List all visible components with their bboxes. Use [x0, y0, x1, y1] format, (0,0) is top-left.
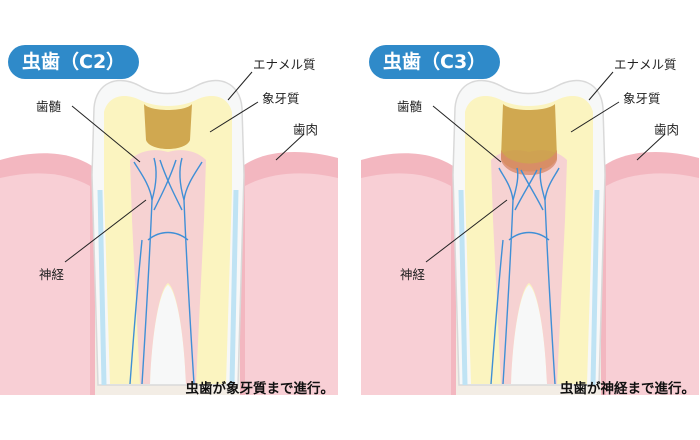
- caption: 虫歯が神経まで進行。: [560, 381, 695, 397]
- label-gum: 歯肉: [293, 122, 319, 137]
- label-dentin: 象牙質: [623, 91, 661, 106]
- nerve-lines: [129, 157, 203, 385]
- panel-title: 虫歯（C3）: [369, 45, 501, 79]
- pulp: [491, 150, 567, 384]
- caries-area: [501, 104, 557, 172]
- nerve-lines: [490, 167, 560, 385]
- leader-lines: [425, 71, 666, 263]
- tooth-illustration-c3: [361, 71, 699, 395]
- label-dentin: 象牙質: [262, 91, 300, 106]
- label-nerve: 神経: [39, 267, 65, 282]
- label-enamel: エナメル質: [614, 57, 677, 72]
- leader-lines: [64, 71, 305, 263]
- label-pulp: 歯髄: [397, 99, 423, 114]
- caries-area: [144, 104, 192, 149]
- panel-title: 虫歯（C2）: [8, 45, 140, 79]
- panel-c2: 虫歯（C2） エナメル質 象牙質 歯肉 歯髄 神経 虫歯が象牙質まで進行。: [0, 0, 338, 440]
- caption: 虫歯が象牙質まで進行。: [185, 381, 335, 397]
- label-gum: 歯肉: [654, 122, 680, 137]
- pulp: [130, 150, 206, 384]
- label-enamel: エナメル質: [253, 57, 316, 72]
- label-nerve: 神経: [400, 267, 426, 282]
- label-pulp: 歯髄: [36, 99, 62, 114]
- tooth-illustration-c2: [0, 71, 338, 395]
- panel-c3: 虫歯（C3） エナメル質 象牙質 歯肉 歯髄 神経 虫歯が神経まで進行。: [361, 0, 699, 440]
